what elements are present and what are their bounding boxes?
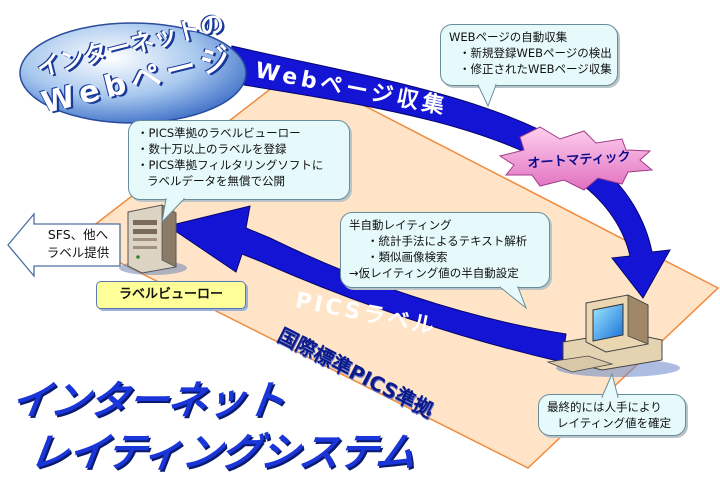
bureau-line: ・PICS準拠のラベルビューロー: [137, 126, 301, 140]
final-line: 最終的には人手により: [547, 400, 662, 414]
semi-auto-line: 半自動レイティング: [349, 218, 452, 232]
web-collection-line: WEBページの自動収集: [449, 30, 568, 44]
semi-auto-line: ・類似画像検索: [367, 250, 448, 264]
title-line1: インターネット: [8, 378, 288, 424]
bureau-callout: ・PICS準拠のラベルビューロー ・数十万以上のラベルを登録 ・PICS準拠フィ…: [128, 120, 350, 200]
final-callout-pointer: [601, 372, 619, 398]
final-line: レイティング値を確定: [557, 416, 672, 430]
bureau-label: ラベルビューロー: [96, 281, 246, 309]
web-collection-callout: WEBページの自動収集 ・新規登録WEBページの検出 ・修正されたWEBページ収…: [440, 24, 618, 86]
automatic-burst: [498, 126, 654, 191]
web-collection-line: ・修正されたWEBページ収集: [459, 62, 612, 76]
sfs-label: SFS、他へ ラベル提供: [36, 226, 120, 262]
semi-auto-line: →仮レイティング値の半自動設定: [349, 266, 519, 280]
bureau-line: ラベルデータを無償で公開: [147, 174, 285, 188]
semi-auto-callout-pointer: [500, 286, 528, 310]
semi-auto-line: ・統計手法によるテキスト解析: [367, 234, 528, 248]
bureau-line: ・PICS準拠フィルタリングソフトに: [137, 158, 324, 172]
computer-icon: [546, 294, 680, 377]
title-line2: レイティングシステム: [26, 430, 419, 476]
server-icon: [119, 204, 187, 275]
sfs-label-line: SFS、他へ: [47, 227, 109, 242]
sfs-label-line: ラベル提供: [46, 245, 110, 260]
bureau-line: ・数十万以上のラベルを登録: [137, 142, 287, 156]
semi-auto-callout: 半自動レイティング ・統計手法によるテキスト解析 ・類似画像検索 →仮レイティン…: [340, 212, 550, 288]
web-collection-line: ・新規登録WEBページの検出: [459, 46, 612, 60]
sfs-arrow: [7, 212, 121, 278]
final-callout: 最終的には人手により レイティング値を確定: [538, 394, 686, 436]
bureau-callout-pointer: [161, 198, 186, 224]
web-collection-callout-pointer: [478, 84, 497, 108]
